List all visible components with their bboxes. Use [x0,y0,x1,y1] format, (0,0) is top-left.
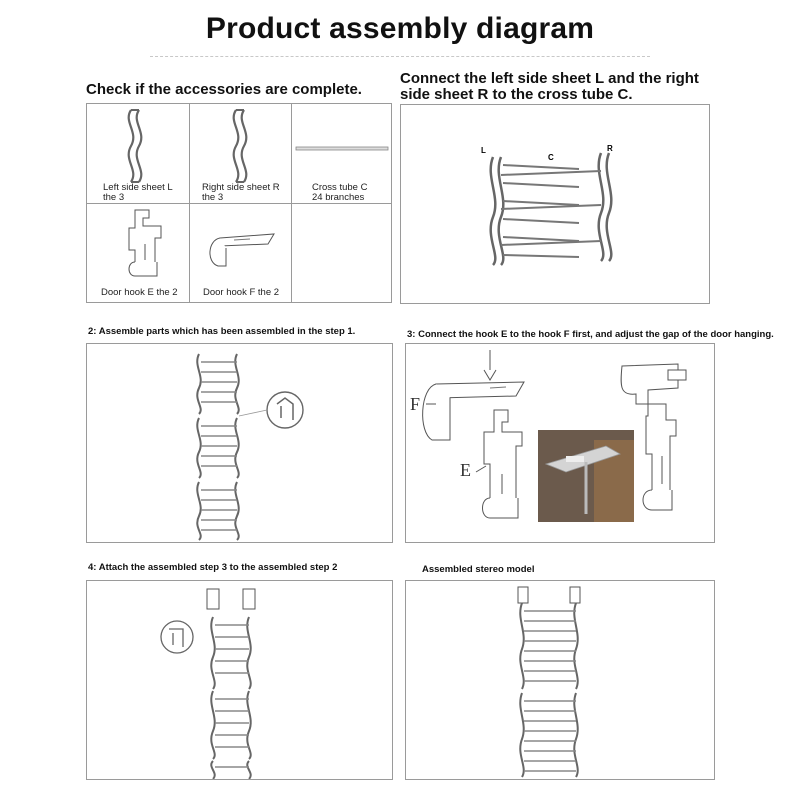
door-hook-f-drawing [209,233,275,267]
model-drawing [517,586,581,778]
accessory-label-line1: Right side sheet R [202,182,280,193]
connect-drawing: L C R [481,144,613,266]
step3-caption: 3: Connect the hook E to the hook F firs… [407,329,774,340]
step2-drawing [196,353,304,541]
accessories-caption: Check if the accessories are complete. [86,81,362,98]
label-f: F [410,394,420,414]
step2-caption: 2: Assemble parts which has been assembl… [88,326,356,337]
page-title: Product assembly diagram [205,12,595,45]
accessory-label-line1: Left side sheet L [103,182,173,193]
accessory-label-line2: 24 branches [312,192,365,203]
step2-panel [86,343,393,543]
connect-caption-line2: side sheet R to the cross tube C. [400,86,633,103]
model-panel [405,580,715,780]
label-l: L [481,146,486,155]
accessory-door-hook-e: Door hook E the 2 [87,204,190,302]
left-side-sheet-drawing [127,109,143,183]
connect-panel: L C R [400,104,710,304]
accessory-label: Door hook F the 2 [203,287,280,298]
title-divider [150,56,650,57]
accessories-panel: Left side sheet L the 3 Right side sheet… [86,103,392,303]
accessory-label-line1: Cross tube C [312,182,368,193]
step3-drawing: F E [410,350,687,522]
accessory-label-line2: the 3 [103,192,125,203]
accessory-door-hook-f: Door hook F the 2 [190,204,292,302]
accessory-left-sheet: Left side sheet L the 3 [87,104,190,204]
model-caption: Assembled stereo model [422,564,535,575]
step4-panel [86,580,393,780]
door-hook-e-drawing [128,209,162,277]
connect-caption-line1: Connect the left side sheet L and the ri… [400,70,699,87]
step4-drawing [160,588,256,779]
accessory-cross-tube: Cross tube C 24 branches [292,104,391,204]
right-side-sheet-drawing [232,109,248,183]
accessory-right-sheet: Right side sheet R the 3 [190,104,292,204]
accessory-label: Door hook E the 2 [101,287,178,298]
step3-panel: F E [405,343,715,543]
label-r: R [607,144,613,153]
label-e: E [460,460,471,480]
cross-tube-drawing [295,146,389,151]
accessory-label-line2: the 3 [202,192,224,203]
step4-caption: 4: Attach the assembled step 3 to the as… [88,562,338,573]
label-c: C [548,153,554,162]
